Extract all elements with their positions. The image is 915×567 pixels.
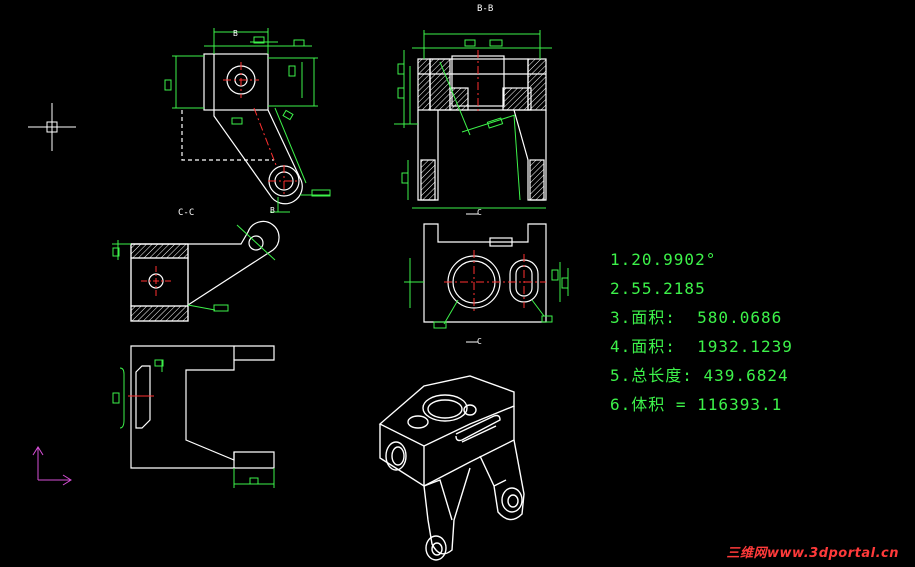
section-cut-marks — [466, 213, 478, 343]
result-area-2: 4.面积: 1932.1239 — [610, 337, 793, 356]
crosshair-cursor-icon — [28, 103, 76, 151]
front-view[interactable] — [423, 223, 547, 323]
section-cc-view[interactable] — [130, 220, 280, 322]
section-cc-center-lines — [141, 266, 171, 296]
result-distance: 2.55.2185 — [610, 279, 706, 298]
section-bb-view[interactable] — [417, 55, 547, 201]
section-mark-b-top: B — [233, 29, 238, 38]
result-volume: 6.体积 = 116393.1 — [610, 395, 783, 414]
watermark: 三维网www.3dportal.cn — [726, 546, 899, 561]
front-view-center-lines — [444, 250, 546, 314]
section-mark-c-top: C — [477, 208, 482, 217]
top-view-dimensions — [164, 28, 331, 213]
bottom-view[interactable] — [130, 345, 275, 469]
result-area-1: 3.面积: 580.0686 — [610, 308, 783, 327]
result-total-length: 5.总长度: 439.6824 — [610, 366, 789, 385]
section-bb-dimensions — [394, 30, 552, 209]
isometric-view[interactable] — [378, 375, 525, 561]
section-mark-b-bottom: B — [270, 206, 275, 215]
section-mark-c-bottom: C — [477, 337, 482, 346]
bottom-view-dimensions — [112, 359, 275, 488]
result-angle: 1.20.9902° — [610, 250, 717, 269]
section-bb-label: B-B — [477, 4, 494, 14]
section-cc-label: C-C — [178, 208, 195, 218]
section-cc-dimensions — [112, 224, 276, 312]
measurement-results: 1.20.9902° 2.55.2185 3.面积: 580.0686 4.面积… — [610, 248, 793, 422]
front-view-dimensions — [404, 258, 569, 329]
top-view-center-lines — [223, 62, 300, 197]
ucs-axis-icon — [32, 446, 72, 486]
